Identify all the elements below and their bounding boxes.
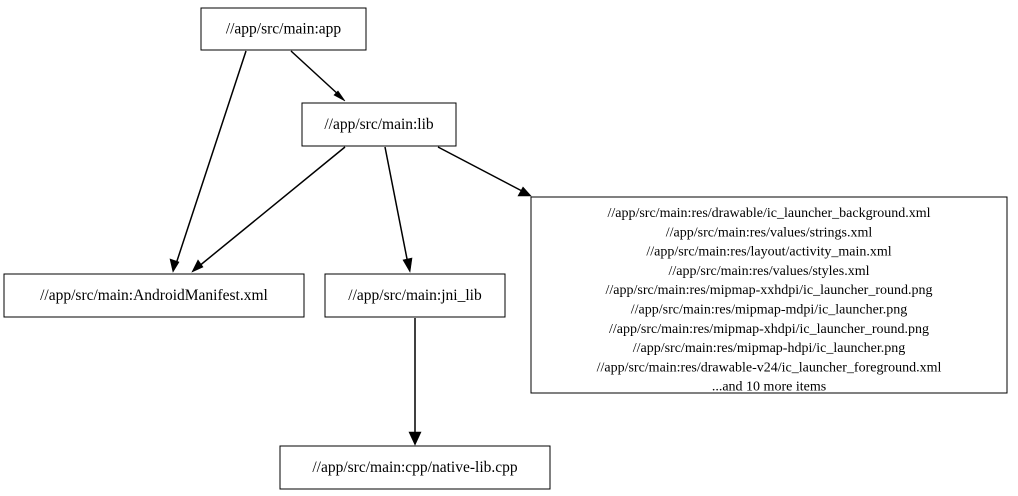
edge-lib-to-jni-lib [384, 146, 413, 273]
edge-layer [169, 50, 532, 446]
node-android-manifest[interactable]: //app/src/main:AndroidManifest.xml [3, 273, 305, 318]
edge-lib-to-resources [437, 146, 532, 197]
resource-line: //app/src/main:res/values/strings.xml [666, 225, 873, 240]
node-label-jni-lib: //app/src/main:jni_lib [348, 287, 482, 304]
arrowhead [408, 431, 422, 446]
node-lib[interactable]: //app/src/main:lib [301, 102, 457, 147]
node-label-native-lib: //app/src/main:cpp/native-lib.cpp [312, 459, 518, 476]
node-app[interactable]: //app/src/main:app [200, 7, 367, 51]
node-label-manifest: //app/src/main:AndroidManifest.xml [40, 287, 268, 304]
edge-jni-lib-to-native-lib [408, 318, 422, 446]
edge-lib-to-manifest [191, 146, 346, 273]
arrowhead [191, 259, 204, 273]
resource-line: //app/src/main:res/mipmap-xxhdpi/ic_laun… [606, 283, 933, 298]
resource-line: //app/src/main:res/values/styles.xml [668, 264, 869, 279]
node-box[interactable] [324, 273, 506, 318]
resource-line: //app/src/main:res/mipmap-mdpi/ic_launch… [631, 303, 907, 318]
node-label-app: //app/src/main:app [226, 21, 342, 38]
resource-line: ...and 10 more items [712, 380, 826, 395]
node-native-lib-cpp[interactable]: //app/src/main:cpp/native-lib.cpp [279, 445, 551, 490]
resource-line: //app/src/main:res/mipmap-xhdpi/ic_launc… [609, 322, 929, 337]
node-label-resources: //app/src/main:res/drawable/ic_launcher_… [597, 206, 942, 395]
resource-line: //app/src/main:res/mipmap-hdpi/ic_launch… [633, 341, 906, 356]
edge-app-to-manifest [169, 50, 247, 273]
node-label-lib: //app/src/main:lib [324, 116, 434, 133]
node-box[interactable] [3, 273, 305, 318]
node-box[interactable] [200, 7, 367, 51]
edge-line [384, 146, 409, 265]
resource-line: //app/src/main:res/layout/activity_main.… [646, 245, 891, 260]
arrowhead [402, 257, 413, 273]
edge-line [197, 146, 346, 268]
arrowhead [517, 186, 532, 197]
arrowhead [333, 90, 346, 102]
edge-line [437, 146, 523, 192]
edge-line [175, 50, 247, 265]
resource-line: //app/src/main:res/drawable-v24/ic_launc… [597, 360, 942, 375]
arrowhead [169, 258, 180, 273]
node-jni-lib[interactable]: //app/src/main:jni_lib [324, 273, 506, 318]
edge-app-to-lib [290, 50, 346, 102]
node-resources[interactable]: //app/src/main:res/drawable/ic_launcher_… [530, 196, 1008, 395]
node-box[interactable] [530, 196, 1008, 394]
node-box[interactable] [301, 102, 457, 147]
edge-line [290, 50, 341, 97]
node-box[interactable] [279, 445, 551, 490]
resource-line: //app/src/main:res/drawable/ic_launcher_… [607, 206, 930, 221]
